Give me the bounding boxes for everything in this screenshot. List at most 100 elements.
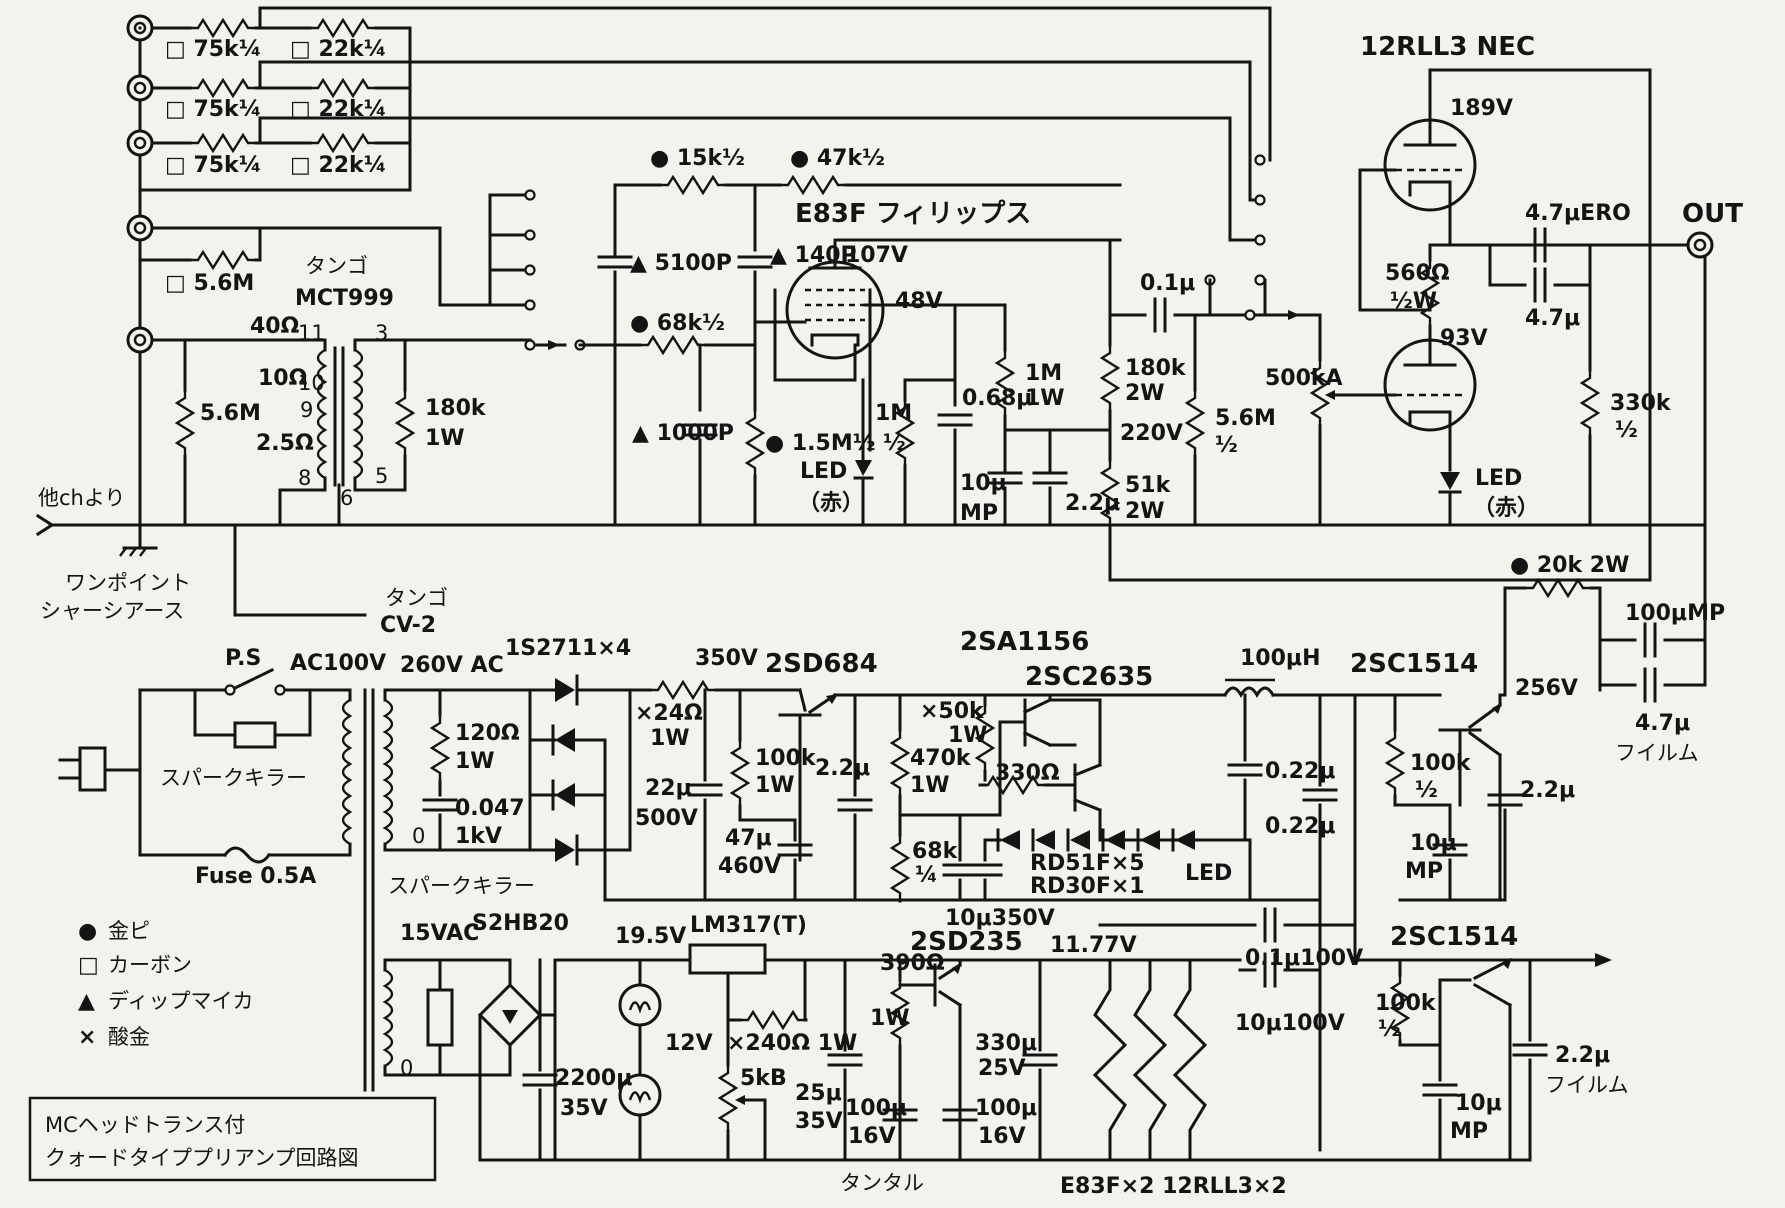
- tube-e83f-label: E83F フィリップス: [795, 199, 1031, 229]
- svg-text:タンゴ: タンゴ: [385, 586, 448, 610]
- svg-text:3: 3: [375, 321, 388, 345]
- legend: ● 金ピ □ カーボン ▲ ディップマイカ × 酸金: [78, 919, 254, 1050]
- svg-text:35V: 35V: [795, 1109, 843, 1134]
- svg-text:5.6M: 5.6M: [1215, 406, 1276, 431]
- output-section: [1488, 68, 1714, 582]
- svg-text:25μ: 25μ: [795, 1081, 842, 1106]
- legend-label: カーボン: [108, 953, 192, 977]
- svg-text:100μMP: 100μMP: [1625, 601, 1725, 626]
- svg-text:スパークキラー: スパークキラー: [160, 766, 307, 790]
- title-line-2: クォードタイププリアンプ回路図: [45, 1146, 359, 1170]
- svg-text:10μ100V: 10μ100V: [1235, 1011, 1345, 1036]
- svg-text:12V: 12V: [665, 1031, 713, 1056]
- tube-12rll3-label: 12RLL3 NEC: [1360, 32, 1535, 62]
- svg-text:2.2μ: 2.2μ: [815, 756, 870, 781]
- svg-text:5: 5: [375, 464, 388, 488]
- svg-text:タンタル: タンタル: [840, 1171, 924, 1195]
- att-r2b: □ 22k¼: [290, 97, 386, 122]
- input-terminal-5[interactable]: [126, 326, 154, 354]
- svg-text:RD51F×5: RD51F×5: [1030, 851, 1145, 876]
- svg-text:タンゴ: タンゴ: [305, 254, 368, 278]
- att-r1b: □ 22k¼: [290, 37, 386, 62]
- svg-text:0.22μ: 0.22μ: [1265, 759, 1335, 784]
- svg-text:▲ 5100P: ▲ 5100P: [630, 251, 732, 276]
- legend-symbol: ▲: [78, 989, 95, 1014]
- svg-text:スパークキラー: スパークキラー: [388, 874, 535, 898]
- svg-text:½: ½: [1378, 1017, 1401, 1042]
- svg-text:40Ω: 40Ω: [250, 314, 300, 339]
- att-r3a: □ 75k¼: [165, 153, 261, 178]
- output-terminal[interactable]: [1686, 231, 1714, 259]
- svg-text:1W: 1W: [948, 723, 988, 748]
- legend-label: 酸金: [108, 1025, 150, 1049]
- attenuator-row-1: [150, 6, 1272, 182]
- volume-pot[interactable]: [1298, 313, 1387, 527]
- svg-text:330Ω: 330Ω: [995, 761, 1060, 786]
- input-terminal-2[interactable]: [126, 74, 154, 102]
- svg-text:½: ½: [1415, 778, 1438, 803]
- svg-text:0.1μ: 0.1μ: [1140, 271, 1195, 296]
- svg-text:0: 0: [412, 824, 425, 848]
- legend-symbol: ×: [78, 1025, 96, 1050]
- svg-text:189V: 189V: [1450, 96, 1513, 121]
- mc-transformer: [175, 338, 532, 527]
- svg-text:16V: 16V: [978, 1124, 1026, 1149]
- selector-switch-right[interactable]: [1204, 153, 1302, 321]
- svg-text:（赤）: （赤）: [1473, 496, 1539, 521]
- ac-plug: [58, 688, 227, 857]
- svg-text:4.7μ: 4.7μ: [1635, 711, 1690, 736]
- heater-filaments: [1088, 958, 1208, 1162]
- svg-text:LED: LED: [1475, 466, 1522, 491]
- svg-text:LED: LED: [1185, 861, 1232, 886]
- svg-text:4.7μERO: 4.7μERO: [1525, 201, 1631, 226]
- selector-switch-left[interactable]: [488, 189, 586, 351]
- svg-text:2W: 2W: [1125, 499, 1165, 524]
- svg-text:100k: 100k: [755, 746, 817, 771]
- svg-text:シャーシアース: シャーシアース: [40, 599, 184, 623]
- svg-text:1W: 1W: [650, 726, 690, 751]
- svg-text:10μ: 10μ: [1455, 1091, 1502, 1116]
- title-box: MCヘッドトランス付 クォードタイププリアンプ回路図: [28, 1096, 437, 1182]
- input-terminal-3[interactable]: [126, 129, 154, 157]
- svg-text:▲ 1000P: ▲ 1000P: [632, 421, 734, 446]
- tr-2sc1514-lower-label: 2SC1514: [1390, 922, 1518, 952]
- svg-text:16V: 16V: [848, 1124, 896, 1149]
- svg-text:1W: 1W: [755, 773, 795, 798]
- svg-text:▲ 140P: ▲ 140P: [770, 243, 857, 268]
- lv-bridge: [426, 958, 557, 1162]
- svg-text:5.6M: 5.6M: [200, 401, 261, 426]
- pilot-lamps: [618, 958, 662, 1162]
- tr-2sc2635-label: 2SC2635: [1025, 662, 1153, 692]
- power-transformer: [341, 688, 532, 1092]
- svg-text:AC100V: AC100V: [290, 651, 386, 676]
- svg-text:1M: 1M: [1025, 361, 1062, 386]
- svg-text:2.5Ω: 2.5Ω: [256, 431, 314, 456]
- legend-symbol: □: [78, 953, 99, 978]
- svg-text:0.1μ100V: 0.1μ100V: [1245, 946, 1363, 971]
- svg-text:MP: MP: [1450, 1119, 1488, 1144]
- svg-text:½: ½: [1215, 433, 1238, 458]
- svg-text:51k: 51k: [1125, 473, 1172, 498]
- svg-text:260V AC: 260V AC: [400, 653, 504, 678]
- svg-text:100k: 100k: [1410, 751, 1472, 776]
- svg-text:100μH: 100μH: [1240, 646, 1321, 671]
- svg-text:5kB: 5kB: [740, 1066, 787, 1091]
- svg-text:25V: 25V: [978, 1056, 1026, 1081]
- power-switch[interactable]: [193, 667, 352, 749]
- svg-text:560Ω: 560Ω: [1385, 261, 1450, 286]
- svg-text:1kV: 1kV: [455, 824, 502, 849]
- svg-text:他chより: 他chより: [38, 486, 125, 510]
- svg-text:9: 9: [300, 398, 313, 422]
- svg-text:● 47k½: ● 47k½: [790, 146, 885, 171]
- svg-text:6: 6: [340, 486, 353, 510]
- input-terminal-4[interactable]: [126, 214, 154, 242]
- svg-text:0.68μ: 0.68μ: [962, 386, 1032, 411]
- 2sc1514-lower: [1318, 953, 1612, 1162]
- svg-text:½W: ½W: [1390, 289, 1437, 314]
- svg-text:¼: ¼: [915, 863, 938, 888]
- svg-text:10: 10: [298, 371, 325, 395]
- svg-text:E83F×2 12RLL3×2: E83F×2 12RLL3×2: [1060, 1174, 1287, 1199]
- svg-text:0.047: 0.047: [455, 796, 525, 821]
- e83f-stage: [578, 175, 1652, 582]
